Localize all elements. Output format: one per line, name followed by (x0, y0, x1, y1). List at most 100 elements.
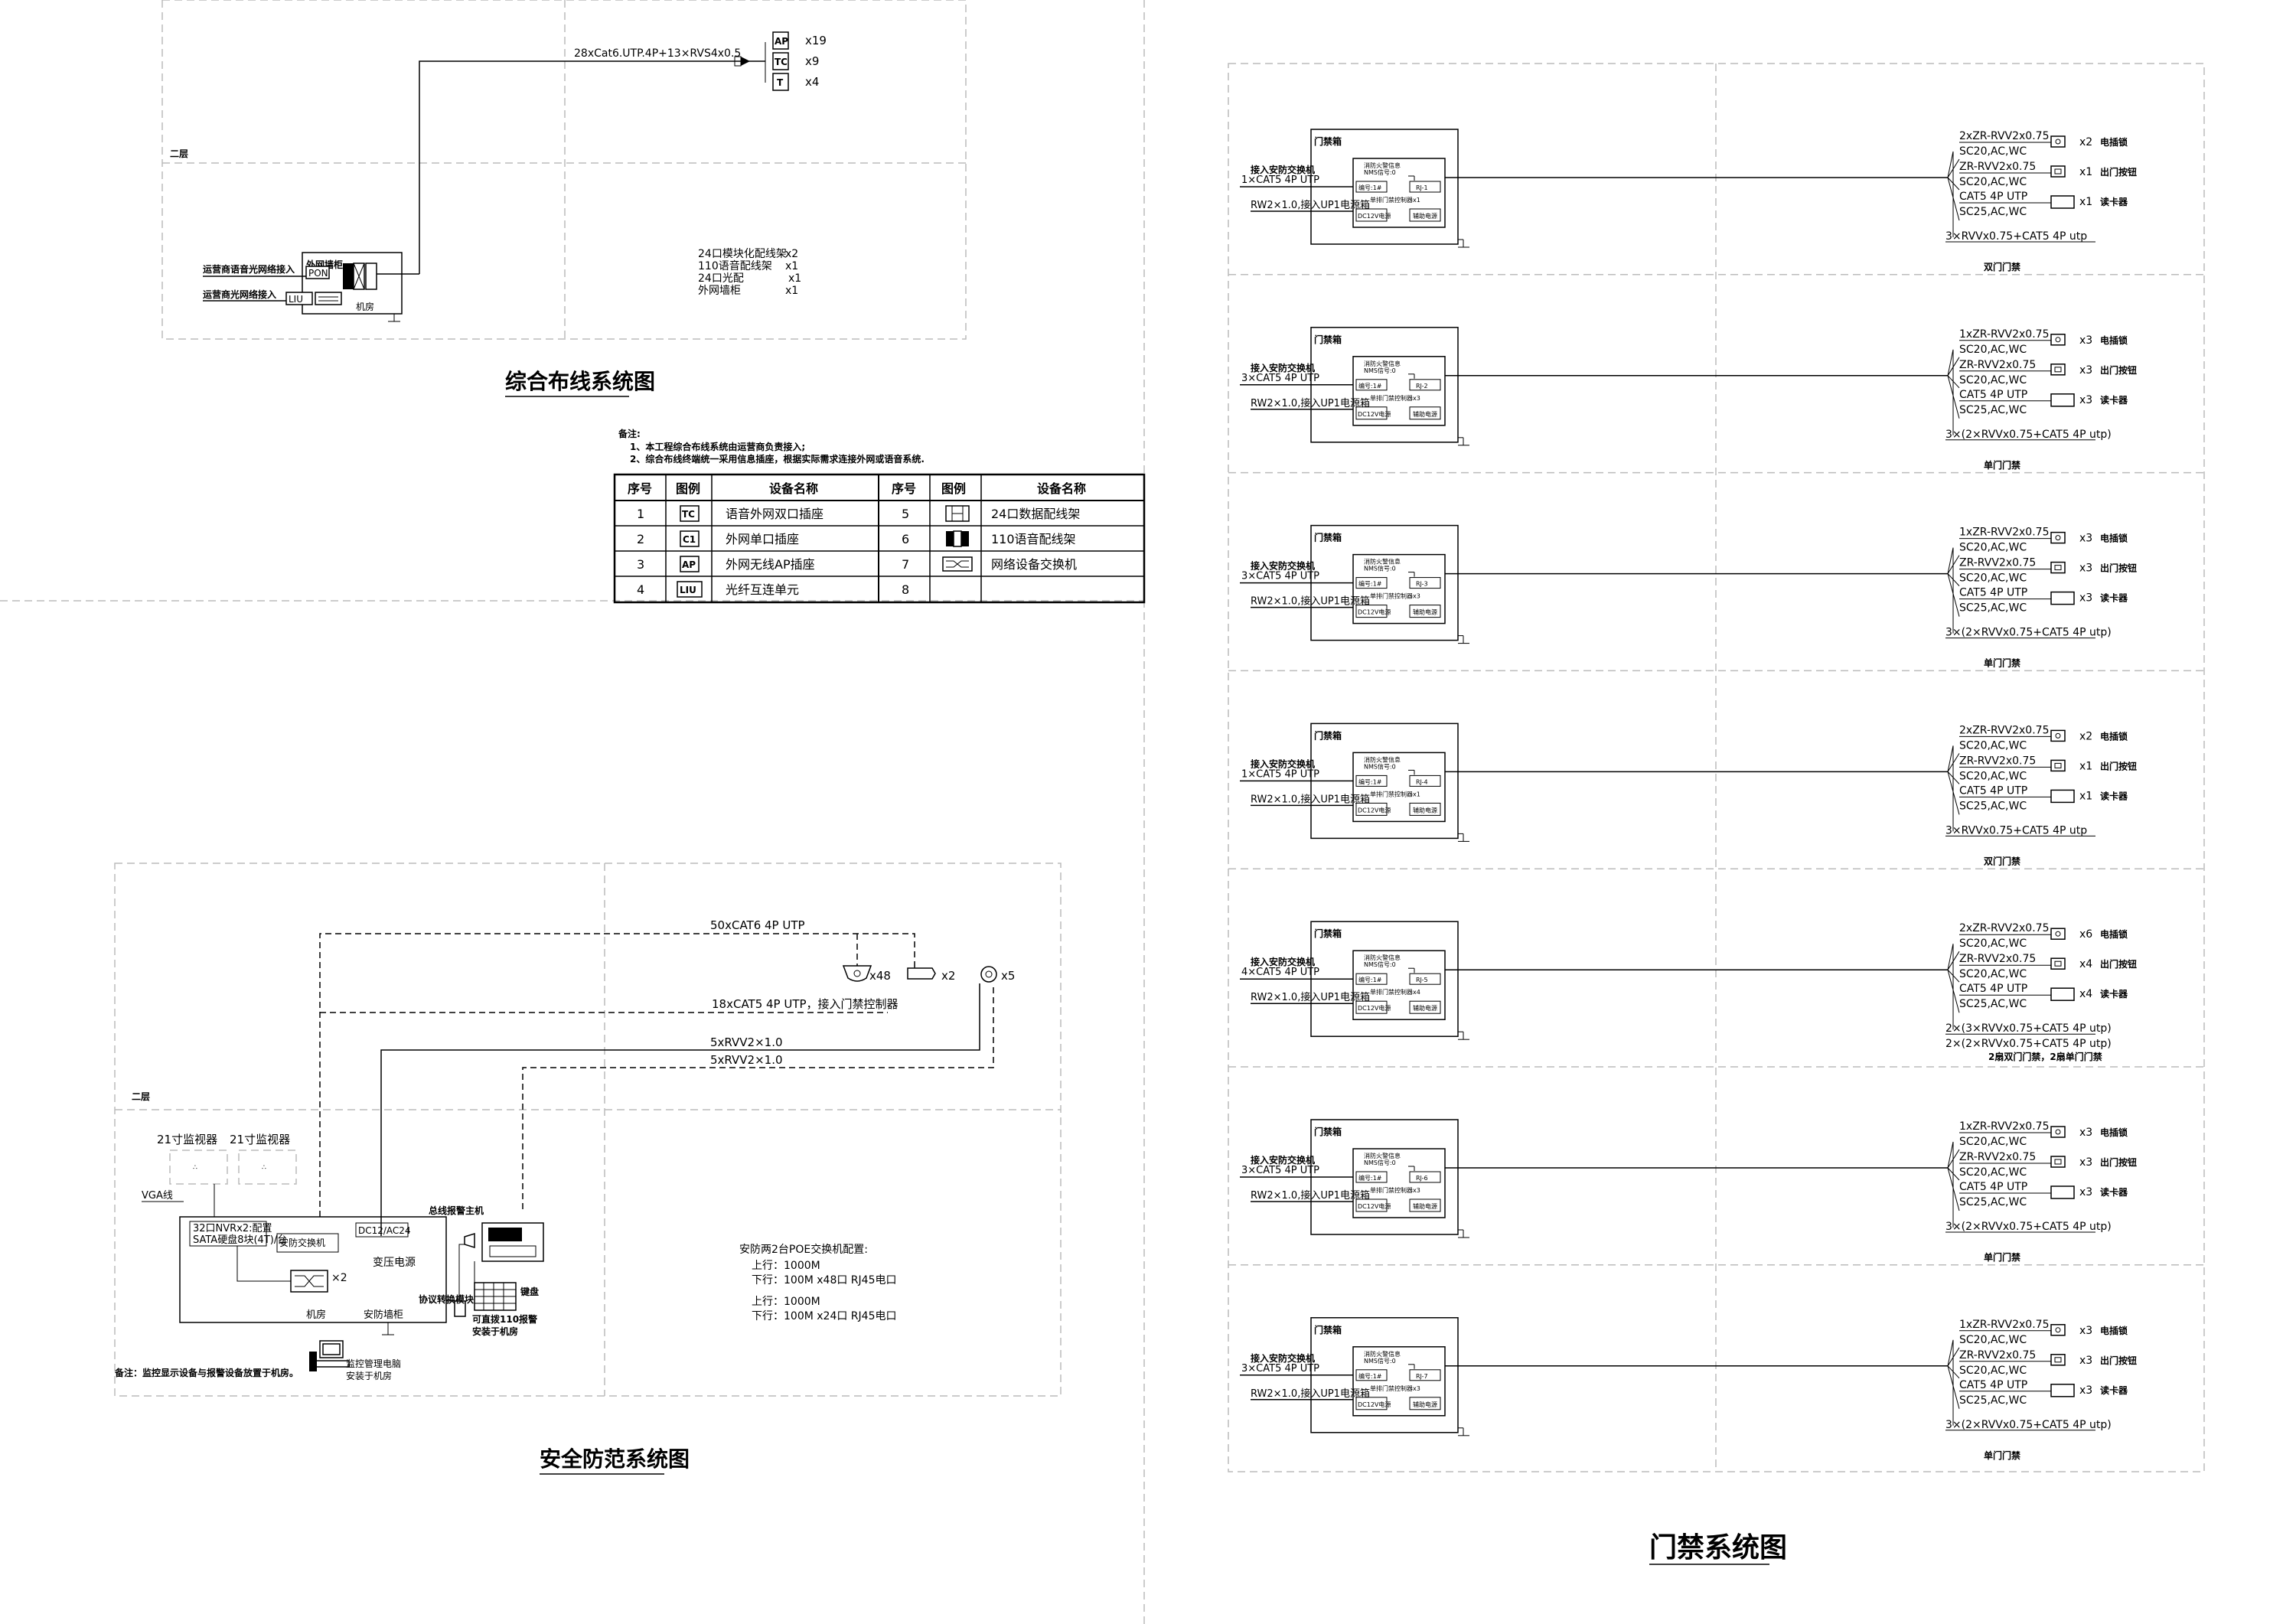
alarm-detector-icon (980, 966, 997, 983)
access-input-1: 接入安防交换机 (1251, 164, 1315, 175)
equip-name-3: 24口光配 (698, 272, 744, 285)
card-reader-icon (2050, 987, 2075, 1001)
aux-label: 辅助电源 (1413, 1202, 1437, 1210)
legend-c1-icon: C1 (683, 534, 696, 545)
pon-label: PON (308, 268, 328, 279)
access-input-2: 3×CAT5 4P UTP (1241, 373, 1319, 384)
cabling-input-voice: 运营商语音光网络接入 (203, 263, 295, 275)
power-label: DC12/AC24 (358, 1225, 411, 1236)
svg-text:AP: AP (775, 36, 788, 47)
electric-lock-icon (2050, 729, 2066, 742)
out-cable-2: SC20,AC,WC (1959, 542, 2027, 554)
button-count: x3 (2079, 1355, 2092, 1367)
electric-lock-icon (2050, 1126, 2066, 1138)
access-unit-3: 门禁箱消防火警信息NMS信号:0编号:1#RJ-3单排门禁控制器x3DC12V电… (1228, 471, 2204, 669)
out-cable-3: ZR-RVV2x0.75 (1959, 161, 2036, 173)
access-input-1: 接入安防交换机 (1251, 1154, 1315, 1166)
switch-cfg-title: 安防两2台POE交换机配置: (739, 1243, 868, 1256)
lock-label: 电插锁 (2100, 1325, 2128, 1336)
aux-label: 辅助电源 (1413, 1004, 1437, 1012)
access-input-3: RW2×1.0,接入UP1电源箱 (1251, 1189, 1370, 1202)
access-unit-1: 门禁箱消防火警信息NMS信号:0编号:1#RJ-1单排门禁控制器x1DC12V电… (1240, 129, 2137, 272)
access-total-cable: 3×RVVx0.75+CAT5 4P utp (1945, 230, 2087, 243)
controller-port: RJ-4 (1416, 778, 1428, 785)
button-count: x1 (2079, 166, 2092, 178)
controller-port: RJ-2 (1416, 383, 1428, 390)
controller-id: 编号:1# (1358, 382, 1382, 390)
reader-count: x3 (2079, 394, 2092, 406)
cable-cat6: 50xCAT6 4P UTP (710, 918, 805, 932)
legend-switch-icon (942, 556, 973, 572)
controller-title: 消防火警信息 (1364, 755, 1401, 763)
out-cable-6: SC25,AC,WC (1959, 1196, 2027, 1208)
controller-title: 消防火警信息 (1364, 1152, 1401, 1159)
out-cable-4: SC20,AC,WC (1959, 770, 2027, 782)
outlet-ap-count: x19 (805, 34, 827, 47)
access-total-cable: 3×(2×RVVx0.75+CAT5 4P utp) (1945, 1419, 2112, 1431)
controller-sub: NMS信号:0 (1364, 960, 1396, 968)
button-label: 出门按钮 (2100, 1156, 2137, 1168)
access-input-1: 接入安防交换机 (1251, 956, 1315, 967)
controller-box (1352, 356, 1446, 426)
out-cable-2: SC20,AC,WC (1959, 1334, 2027, 1346)
access-input-3: RW2×1.0,接入UP1电源箱 (1251, 991, 1370, 1003)
room-label: 机房 (356, 301, 374, 312)
reader-label: 读卡器 (2100, 790, 2128, 801)
out-cable-2: SC20,AC,WC (1959, 938, 2027, 950)
access-input-2: 3×CAT5 4P UTP (1241, 1363, 1319, 1375)
legend-r1-d1: 语音外网双口插座 (726, 507, 823, 521)
access-input-3: RW2×1.0,接入UP1电源箱 (1251, 595, 1370, 608)
reader-count: x3 (2079, 1186, 2092, 1198)
legend-r4-n2: 8 (902, 582, 909, 597)
cabling-floor-label: 二层 (170, 148, 188, 159)
legend-tc-icon: TC (682, 509, 695, 520)
controller-id: 编号:1# (1358, 1372, 1382, 1380)
out-cable-5: CAT5 4P UTP (1959, 389, 2027, 401)
controller-sub: NMS信号:0 (1364, 1159, 1396, 1166)
out-cable-4: SC20,AC,WC (1959, 968, 2027, 980)
legend-110-panel-icon (946, 530, 969, 547)
reader-label: 读卡器 (2100, 394, 2128, 406)
access-input-2: 1×CAT5 4P UTP (1241, 768, 1319, 780)
legend-r3-d1: 外网无线AP插座 (726, 557, 815, 572)
ap-outlet-icon: AP (772, 31, 789, 50)
converter-label: 协议转换模块 (419, 1293, 475, 1305)
out-cable-5: CAT5 4P UTP (1959, 587, 2027, 599)
security-diagram: 二层 50xCAT6 4P UTP 18xCAT5 4P UTP，接入门禁控制器… (114, 863, 1062, 1475)
out-cable-1: 1xZR-RVV2x0.75 (1959, 527, 2049, 539)
controller-id: 编号:1# (1358, 976, 1382, 983)
reader-count: x3 (2079, 592, 2092, 605)
access-total-cable: 3×(2×RVVx0.75+CAT5 4P utp) (1945, 429, 2112, 441)
equip-name-1: 24口模块化配线架 (698, 248, 787, 260)
out-cable-1: 1xZR-RVV2x0.75 (1959, 1120, 2049, 1133)
lock-label: 电插锁 (2100, 334, 2128, 346)
card-reader-icon (2050, 393, 2075, 407)
access-door-type: 双门门禁 (1984, 261, 2020, 272)
out-cable-3: ZR-RVV2x0.75 (1959, 953, 2036, 965)
button-label: 出门按钮 (2100, 760, 2137, 771)
out-cable-5: CAT5 4P UTP (1959, 983, 2027, 995)
access-door-type: 单门门禁 (1984, 1450, 2020, 1461)
lock-count: x6 (2079, 928, 2092, 941)
switch-count: ×2 (331, 1272, 347, 1284)
legend-r3-d2: 网络设备交换机 (991, 557, 1077, 572)
button-count: x3 (2079, 1156, 2092, 1169)
equip-name-2: 110语音配线架 (698, 259, 772, 272)
reader-label: 读卡器 (2100, 1384, 2128, 1396)
access-input-1: 接入安防交换机 (1251, 1352, 1315, 1364)
legend-r2-n1: 2 (637, 532, 644, 546)
legend-r1-n1: 1 (637, 507, 644, 521)
controller-mode: 单排门禁控制器x3 (1370, 1186, 1420, 1194)
equip-name-4: 外网墙柜 (698, 285, 741, 297)
legend-ap-icon: AP (682, 559, 696, 570)
legend-r1-n2: 5 (902, 507, 909, 521)
out-cable-3: ZR-RVV2x0.75 (1959, 359, 2036, 371)
access-door-type: 2扇双门门禁，2扇单门门禁 (1988, 1051, 2102, 1062)
bullet-count: x2 (941, 969, 955, 983)
access-total-cable: 3×(2×RVVx0.75+CAT5 4P utp) (1945, 627, 2112, 639)
card-reader-icon (2050, 1185, 2075, 1199)
pc-note-2: 安装于机房 (346, 1370, 392, 1381)
access-unit-4: 门禁箱消防火警信息NMS信号:0编号:1#RJ-4单排门禁控制器x1DC12V电… (1228, 670, 2204, 866)
controller-mode: 单排门禁控制器x1 (1370, 196, 1420, 204)
computer-icon (309, 1340, 350, 1371)
